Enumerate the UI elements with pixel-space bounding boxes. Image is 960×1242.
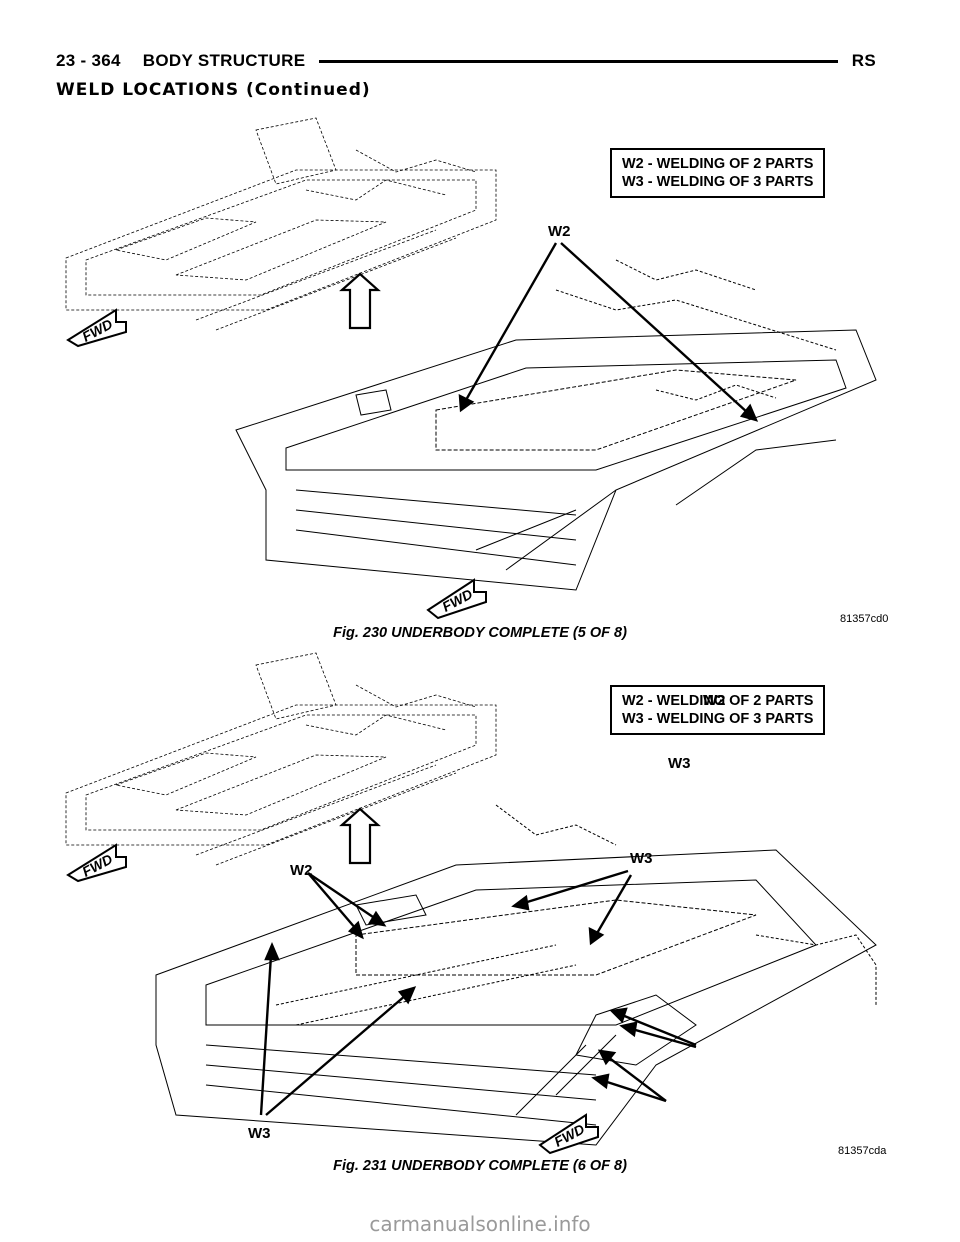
fwd-arrow-small: FWD: [66, 843, 127, 883]
legend-w2: W2 - WELDING OF 2 PARTS: [622, 693, 814, 709]
figure-230: FWD FWD W2 - WELDING OF 2 P: [0, 110, 960, 650]
callout-w2-left: W2: [290, 862, 313, 879]
large-underbody-view: [155, 804, 877, 1146]
weld-legend-2: W2 - WELDING OF 2 PARTS W3 - WELDING OF …: [610, 685, 826, 735]
model-code: RS: [851, 51, 876, 70]
legend-w2: W2 - WELDING OF 2 PARTS: [622, 156, 814, 172]
large-underbody-view: [235, 259, 877, 591]
up-arrow-icon: [339, 807, 381, 865]
callout-w2-right: W2: [703, 692, 726, 709]
header-rule: [319, 59, 838, 63]
legend-w3: W3 - WELDING OF 3 PARTS: [622, 711, 814, 727]
callout-w3-bottom: W3: [248, 1125, 271, 1142]
small-underbody-view: [65, 117, 497, 331]
section-name: BODY STRUCTURE: [142, 51, 306, 70]
fwd-arrow-small: FWD: [66, 308, 127, 348]
page-number: 23 - 364: [56, 51, 121, 70]
underbody-illustration-1: FWD FWD: [65, 117, 877, 620]
weld-callout-arrows: [259, 869, 697, 1116]
section-title: WELD LOCATIONS (Continued): [56, 80, 371, 100]
figure-ref-code: 81357cda: [838, 1145, 887, 1157]
callout-w2: W2: [548, 223, 571, 240]
page-header: 23 - 364 BODY STRUCTURE RS: [56, 50, 876, 72]
legend-w3: W3 - WELDING OF 3 PARTS: [622, 174, 814, 190]
weld-legend-1: W2 - WELDING OF 2 PARTS W3 - WELDING OF …: [610, 148, 826, 198]
callout-w3-right: W3: [668, 755, 691, 772]
figure-caption: Fig. 231 UNDERBODY COMPLETE (6 OF 8): [333, 1158, 627, 1174]
figure-ref-code: 81357cd0: [840, 613, 889, 625]
callout-w3-top: W3: [630, 850, 653, 867]
small-underbody-view: [65, 652, 497, 866]
figure-caption: Fig. 230 UNDERBODY COMPLETE (5 OF 8): [333, 625, 627, 641]
fwd-arrow-large: FWD: [426, 578, 487, 620]
w2-callout-arrows: [458, 242, 759, 422]
underbody-illustration-2: FWD: [65, 652, 877, 1155]
up-arrow-icon: [339, 272, 381, 330]
watermark-text: carmanualsonline.info: [369, 1212, 591, 1236]
fwd-arrow-large: FWD: [538, 1113, 599, 1155]
figure-231: FWD: [0, 645, 960, 1205]
